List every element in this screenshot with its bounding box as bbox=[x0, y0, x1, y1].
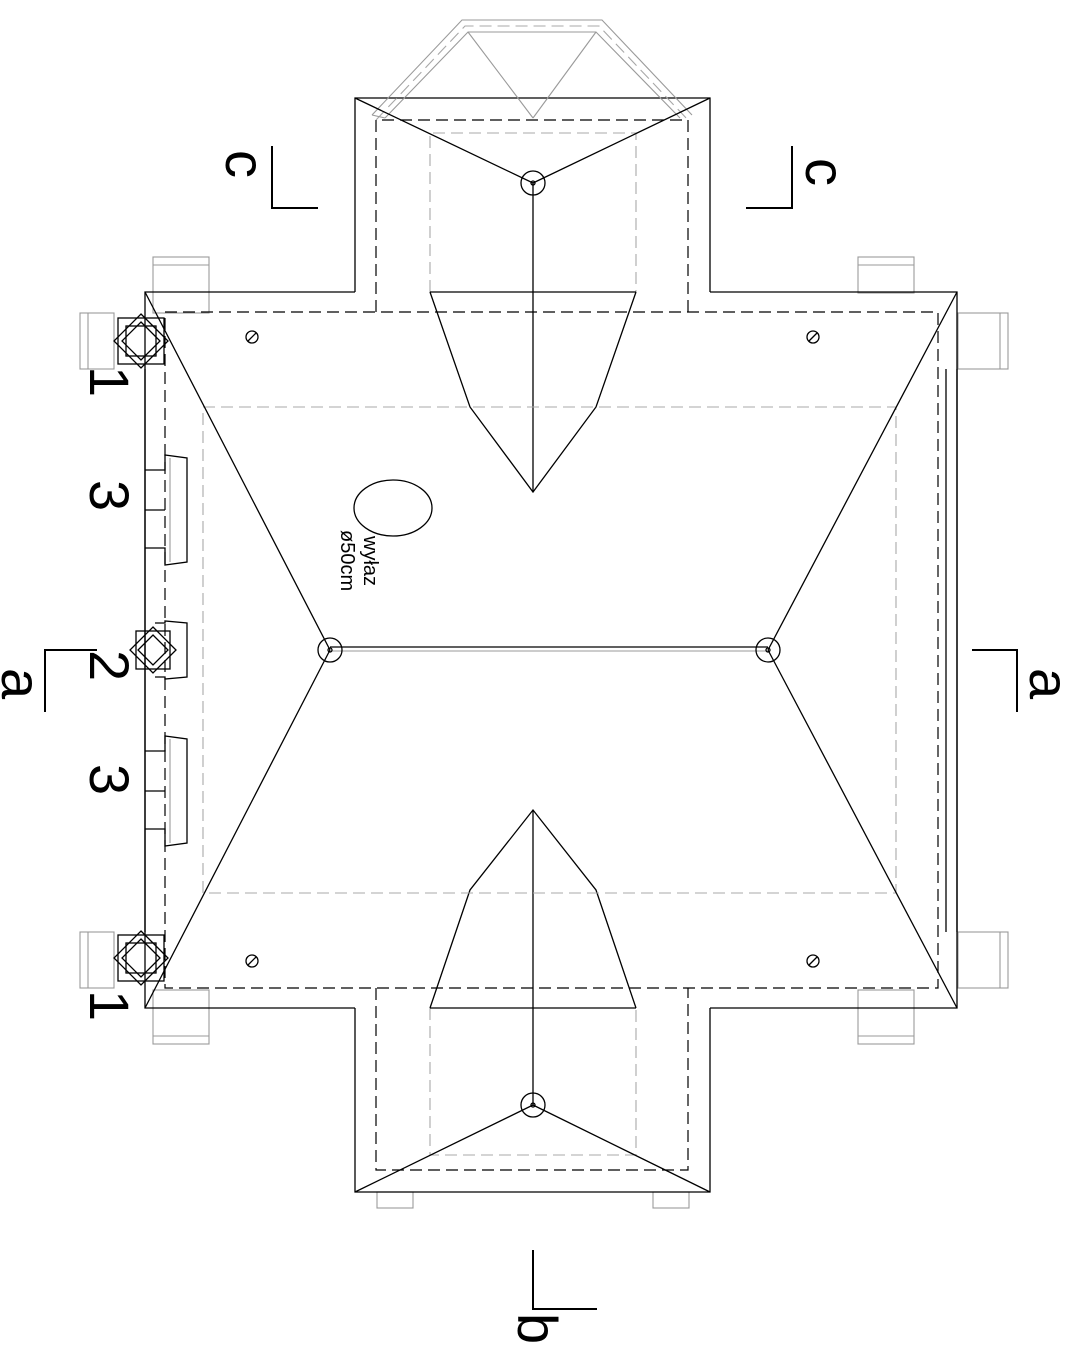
item-number-2: 2 bbox=[78, 650, 141, 681]
vent-note-line2: ø50cm bbox=[336, 530, 358, 591]
section-marker-a-right: a bbox=[972, 649, 1075, 712]
roof-hatch bbox=[353, 479, 433, 537]
top-gable-bay bbox=[354, 19, 711, 494]
item-number-1-top: 1 bbox=[78, 366, 141, 397]
item-number-3-bottom: 3 bbox=[78, 764, 141, 795]
roof-drains bbox=[245, 330, 820, 968]
section-letter-c-right: c bbox=[794, 158, 857, 186]
item-number-1-bottom: 1 bbox=[78, 990, 141, 1021]
item-number-3-top: 3 bbox=[78, 480, 141, 511]
dormer-windows bbox=[145, 454, 188, 847]
bottom-gable-bay bbox=[354, 808, 711, 1193]
chimney-stacks bbox=[79, 256, 1009, 1209]
section-letter-b-bottom: b bbox=[506, 1313, 569, 1344]
vent-note-line1: wyłaz bbox=[359, 535, 381, 586]
section-letter-a-left: a bbox=[0, 668, 53, 700]
section-marker-b-bottom: b bbox=[506, 1250, 597, 1344]
section-letter-a-right: a bbox=[1018, 668, 1075, 700]
main-roof bbox=[144, 291, 958, 1009]
section-marker-c-right: c bbox=[746, 146, 857, 209]
section-letter-c-left: c bbox=[214, 150, 277, 178]
section-marker-c-left: c bbox=[214, 146, 318, 209]
section-marker-a-left: a bbox=[0, 649, 97, 712]
chimney-symbols bbox=[113, 313, 177, 986]
